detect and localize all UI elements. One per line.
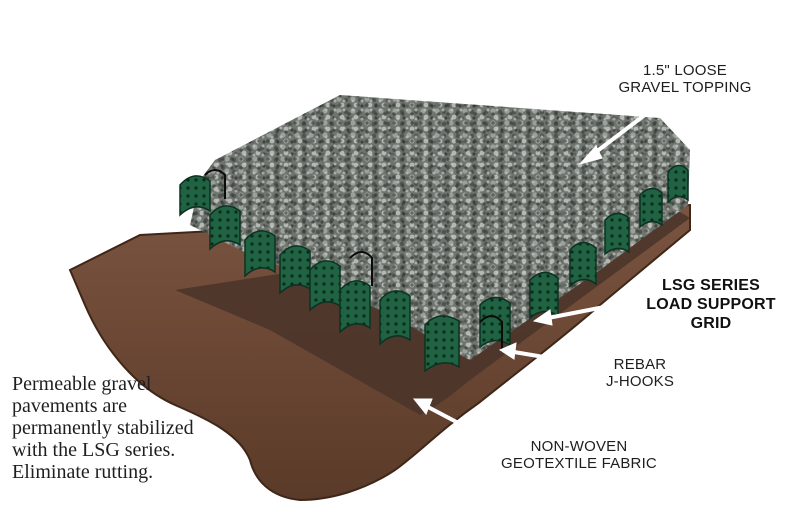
grid-label-line-3: GRID [690,315,732,332]
lsg-grid-cells [179,164,689,373]
caption-line-1: Permeable gravel [12,373,152,395]
fabric-label-line-1: NON-WOVEN [530,438,628,455]
gravel-topping-label: 1.5" LOOSE GRAVEL TOPPING [600,62,770,96]
fabric-label-line-2: GEOTEXTILE FABRIC [501,455,657,472]
gravel-label-line-2: GRAVEL TOPPING [618,79,752,96]
gravel-label-line-1: 1.5" LOOSE [642,62,728,79]
caption-line-5: Eliminate rutting. [12,461,154,483]
rebar-j-hooks-label: REBAR J-HOOKS [580,356,700,390]
caption-line-2: pavements are [12,395,127,417]
lsg-grid-label: LSG SERIES LOAD SUPPORT GRID [626,276,796,333]
caption-line-3: permanently stabilized [12,417,194,439]
geotextile-fabric-label: NON-WOVEN GEOTEXTILE FABRIC [484,438,674,472]
rebar-label-line-2: J-HOOKS [605,373,675,390]
description-caption: Permeable gravel pavements are permanent… [12,373,242,483]
caption-line-4: with the LSG series. [12,439,176,461]
rebar-label-line-1: REBAR [613,356,667,373]
rebar-j-hooks [204,169,503,352]
grid-label-line-2: LOAD SUPPORT [646,296,776,313]
callout-arrows [412,100,664,448]
grid-label-line-1: LSG SERIES [661,277,761,294]
